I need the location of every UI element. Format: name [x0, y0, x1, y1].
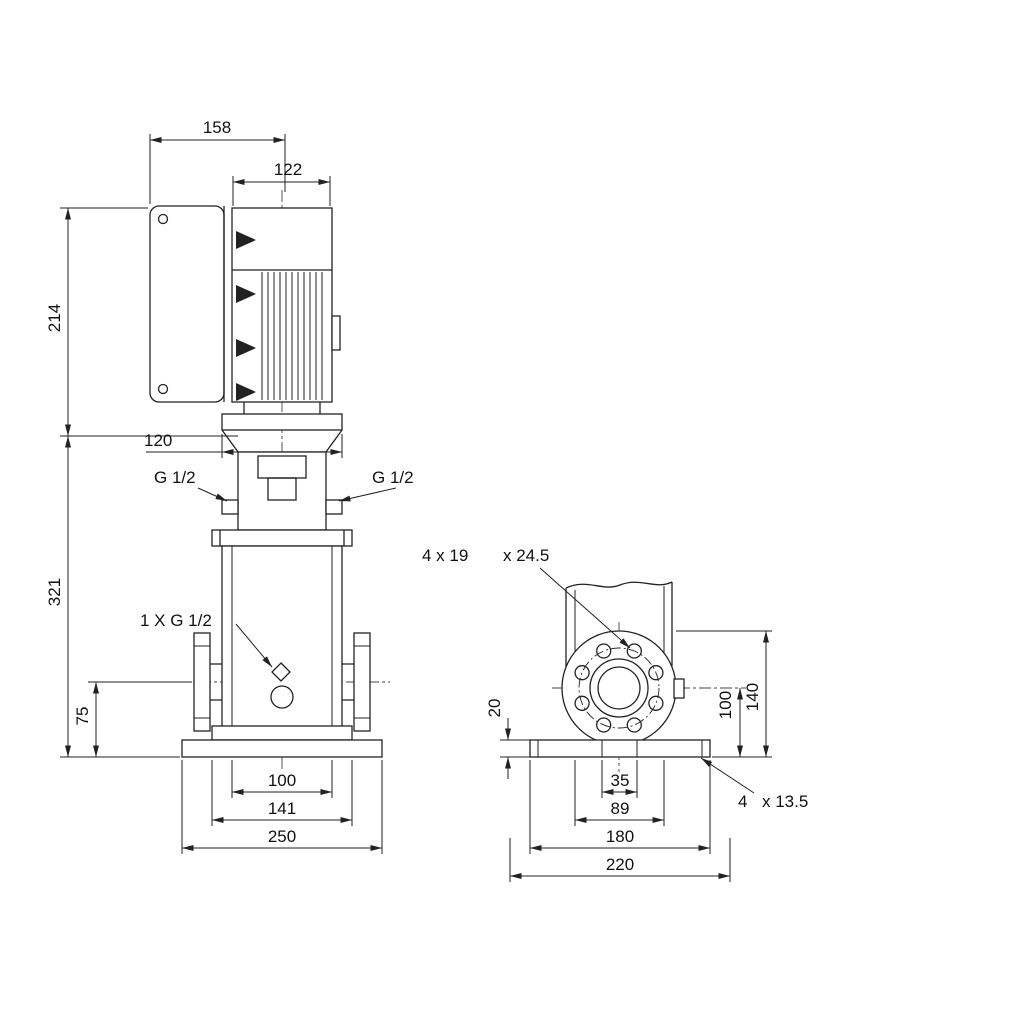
dim-214-label: 214 — [45, 304, 64, 332]
base-chamfers — [537, 740, 703, 757]
screw-icon — [157, 383, 169, 395]
side-dimensions — [500, 567, 772, 882]
bolt-note-a-label: 4 x 19 — [422, 546, 468, 565]
leader-base-hole-note — [700, 757, 755, 794]
motor-assembly — [149, 205, 341, 403]
base-hole-note-a-label: 4 — [738, 792, 747, 811]
drain-boss — [270, 685, 294, 709]
drain-label: 1 X G 1/2 — [140, 611, 212, 630]
base-hole-note-b-label: x 13.5 — [762, 792, 808, 811]
leader-port-right — [338, 487, 397, 502]
discharge-flange — [353, 632, 371, 732]
dim-20-label: 20 — [485, 699, 504, 718]
ext-250 — [181, 760, 383, 854]
front-dimensions — [60, 134, 397, 854]
port-left-label: G 1/2 — [154, 468, 196, 487]
bottom-flange — [211, 725, 353, 741]
dim-120-label: 120 — [144, 431, 172, 450]
control-box — [149, 205, 225, 403]
ext-20 — [500, 739, 530, 758]
port-right-label: G 1/2 — [372, 468, 414, 487]
dim-89-label: 89 — [611, 799, 630, 818]
front-view: 158 122 214 321 75 120 G 1/2 G 1/2 1 X G… — [45, 118, 414, 854]
port-plug-left — [221, 499, 239, 515]
drain-plug — [271, 662, 291, 682]
stool-flange — [221, 413, 343, 431]
dim-141-label: 141 — [268, 799, 296, 818]
base-slot-lines — [601, 740, 638, 757]
dim-180-label: 180 — [606, 827, 634, 846]
bolt-hole — [596, 643, 612, 659]
break-line — [565, 581, 673, 589]
ext-89 — [574, 760, 665, 826]
column-inner-walls — [574, 586, 665, 653]
cooling-fins — [261, 272, 323, 400]
discharge-flange-holes — [354, 645, 370, 719]
clamp-icons — [236, 231, 256, 401]
dim-100-side-label: 100 — [716, 691, 735, 719]
coupling — [267, 477, 297, 501]
bolt-hole — [648, 695, 664, 711]
dim-250-label: 250 — [268, 827, 296, 846]
bolt-hole — [574, 665, 590, 681]
leader-bolt-note — [539, 567, 631, 649]
pump-body — [181, 402, 383, 758]
port-plug-right — [325, 499, 343, 515]
ext-141 — [211, 760, 353, 826]
bolt-hole — [648, 665, 664, 681]
flange-bore — [597, 666, 641, 710]
leader-drain — [235, 623, 273, 668]
dim-75-label: 75 — [73, 707, 92, 726]
chamber-sleeve-lines — [231, 546, 333, 734]
suction-flange — [193, 632, 211, 732]
column-walls — [565, 582, 673, 667]
bolt-hole — [574, 695, 590, 711]
pump-head — [237, 451, 327, 531]
dim-140-label: 140 — [743, 683, 762, 711]
discharge-pipe — [342, 663, 354, 701]
dim-220-label: 220 — [606, 855, 634, 874]
ext-158 — [149, 134, 286, 204]
bolt-note-b-label: x 24.5 — [503, 546, 549, 565]
bolt-circle — [578, 647, 660, 729]
bolt-hole — [626, 717, 642, 733]
head-flange — [211, 529, 353, 547]
suction-flange-holes — [194, 645, 210, 719]
flange-raised-face — [589, 658, 649, 718]
screw-icon — [157, 213, 169, 225]
ext-left — [60, 207, 238, 758]
dim-35-label: 35 — [611, 771, 630, 790]
suction-pipe — [210, 663, 222, 701]
dim-100-front-label: 100 — [268, 771, 296, 790]
motor-lug — [331, 315, 341, 351]
dim-321-label: 321 — [45, 578, 64, 606]
ext-122 — [232, 176, 331, 206]
side-view: 4 x 19 x 24.5 20 100 140 35 89 180 220 4… — [422, 546, 808, 882]
dim-122-label: 122 — [274, 160, 302, 179]
leader-port-left — [197, 487, 228, 502]
flange-tab — [673, 678, 685, 699]
side-geometry — [529, 581, 711, 758]
bolt-hole — [596, 717, 612, 733]
bolt-hole — [626, 643, 642, 659]
motor-neck — [243, 402, 321, 414]
base-plate — [181, 739, 383, 758]
side-base-plate — [529, 739, 711, 758]
ext-right — [676, 630, 772, 758]
head-flange-bolts — [219, 530, 345, 546]
dim-158-label: 158 — [203, 118, 231, 137]
ext-180 — [529, 760, 711, 854]
